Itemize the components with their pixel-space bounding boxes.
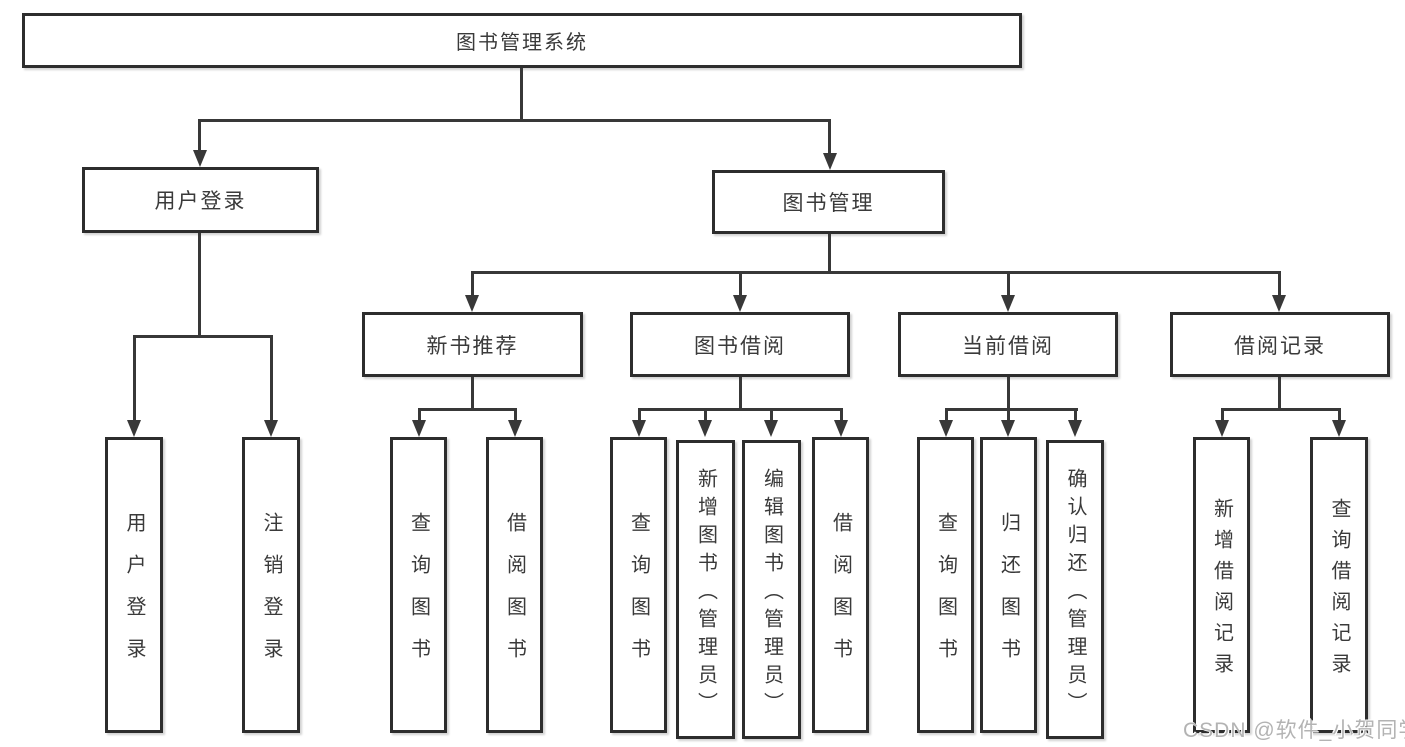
leaf-borrow-edit-books-admin: 编辑图书（管理员） <box>742 440 801 739</box>
connector-current-trunk <box>1007 377 1010 408</box>
connector-stem-current-return <box>1007 408 1010 423</box>
arrow-current-query-icon <box>939 420 953 437</box>
connector-stem-borrow-query <box>638 408 641 423</box>
node-root-system: 图书管理系统 <box>22 13 1022 68</box>
leaf-current-confirm-return-admin-label: 确认归还（管理员） <box>1064 467 1086 720</box>
connector-mgmt-branch <box>471 271 1281 274</box>
arrow-borrow-records-icon <box>1272 295 1286 312</box>
node-borrow-records-label: 借阅记录 <box>1234 334 1326 358</box>
connector-stem-borrow-add <box>704 408 707 423</box>
leaf-logout: 注销登录 <box>242 437 300 733</box>
leaf-borrow-query-books: 查询图书 <box>610 437 667 733</box>
connector-stem-user-login <box>198 119 201 155</box>
node-root-system-label: 图书管理系统 <box>456 32 588 54</box>
connector-root-branch <box>198 119 831 122</box>
connector-records-trunk <box>1278 377 1281 408</box>
arrow-current-borrow-icon <box>1001 295 1015 312</box>
connector-root-trunk <box>520 68 523 119</box>
connector-stem-book-management <box>828 119 831 158</box>
connector-stem-borrow-borrow <box>840 408 843 423</box>
leaf-borrow-edit-books-admin-label: 编辑图书（管理员） <box>760 467 783 720</box>
connector-borrow-branch <box>638 408 843 411</box>
leaf-recommend-borrow-books-label: 借阅图书 <box>503 512 526 680</box>
leaf-user-login-label: 用户登录 <box>123 512 145 680</box>
connector-stem-current-confirm <box>1074 408 1077 423</box>
node-user-login-label: 用户登录 <box>154 190 247 213</box>
connector-stem-records-query <box>1338 408 1341 423</box>
connector-stem-book-borrow <box>739 271 742 298</box>
leaf-records-query-record-label: 查询借阅记录 <box>1328 497 1350 684</box>
node-book-management: 图书管理 <box>712 170 945 234</box>
node-new-book-recommend: 新书推荐 <box>362 312 583 377</box>
node-current-borrow-label: 当前借阅 <box>962 334 1054 358</box>
leaf-current-query-books: 查询图书 <box>917 437 974 733</box>
connector-recommend-branch <box>418 408 517 411</box>
arrow-book-borrow-icon <box>733 295 747 312</box>
leaf-borrow-borrow-books: 借阅图书 <box>812 437 869 733</box>
connector-mgmt-trunk <box>828 234 831 271</box>
connector-borrow-trunk <box>739 377 742 408</box>
connector-stem-leaf-logout <box>270 335 273 423</box>
leaf-logout-label: 注销登录 <box>260 512 282 680</box>
leaf-recommend-query-books-label: 查询图书 <box>407 512 430 680</box>
connector-login-branch <box>133 335 273 338</box>
arrow-leaf-logout-icon <box>264 420 278 437</box>
leaf-current-return-books: 归还图书 <box>980 437 1037 733</box>
csdn-watermark: CSDN @软件_小贺同学 <box>1183 719 1405 742</box>
arrow-leaf-user-login-icon <box>127 420 141 437</box>
node-borrow-records: 借阅记录 <box>1170 312 1390 377</box>
connector-stem-recommend-borrow <box>514 408 517 423</box>
connector-stem-borrow-records <box>1278 271 1281 298</box>
arrow-book-management-icon <box>823 153 837 170</box>
leaf-borrow-add-books-admin: 新增图书（管理员） <box>676 440 735 739</box>
arrow-current-confirm-icon <box>1068 420 1082 437</box>
arrow-borrow-borrow-icon <box>834 420 848 437</box>
leaf-borrow-query-books-label: 查询图书 <box>627 512 650 680</box>
leaf-records-add-record-label: 新增借阅记录 <box>1210 497 1233 684</box>
connector-stem-borrow-edit <box>770 408 773 423</box>
arrow-recommend-query-icon <box>412 420 426 437</box>
connector-recommend-trunk <box>471 377 474 408</box>
arrow-recommend-borrow-icon <box>508 420 522 437</box>
connector-current-branch <box>945 408 1078 411</box>
arrow-borrow-edit-icon <box>764 420 778 437</box>
arrow-recommend-icon <box>465 295 479 312</box>
connector-records-branch <box>1221 408 1341 411</box>
connector-stem-current-query <box>945 408 948 423</box>
leaf-current-query-books-label: 查询图书 <box>934 512 957 680</box>
leaf-records-query-record: 查询借阅记录 <box>1310 437 1368 733</box>
arrow-current-return-icon <box>1001 420 1015 437</box>
node-user-login: 用户登录 <box>82 167 319 233</box>
leaf-records-add-record: 新增借阅记录 <box>1193 437 1250 733</box>
node-new-book-recommend-label: 新书推荐 <box>426 334 519 358</box>
connector-stem-records-add <box>1221 408 1224 423</box>
leaf-recommend-borrow-books: 借阅图书 <box>486 437 543 733</box>
leaf-borrow-add-books-admin-label: 新增图书（管理员） <box>694 467 717 720</box>
leaf-user-login: 用户登录 <box>105 437 163 733</box>
arrow-borrow-query-icon <box>632 420 646 437</box>
arrow-records-query-icon <box>1332 420 1346 437</box>
node-book-borrow: 图书借阅 <box>630 312 850 377</box>
leaf-recommend-query-books: 查询图书 <box>390 437 447 733</box>
leaf-borrow-borrow-books-label: 借阅图书 <box>829 512 852 680</box>
connector-stem-recommend <box>471 271 474 298</box>
connector-stem-current-borrow <box>1007 271 1010 298</box>
node-current-borrow: 当前借阅 <box>898 312 1118 377</box>
node-book-management-label: 图书管理 <box>782 192 875 215</box>
arrow-user-login-icon <box>193 150 207 167</box>
leaf-current-return-books-label: 归还图书 <box>997 512 1020 680</box>
connector-stem-leaf-user-login <box>133 335 136 423</box>
node-book-borrow-label: 图书借阅 <box>694 334 786 358</box>
connector-login-trunk <box>198 233 201 335</box>
arrow-borrow-add-icon <box>698 420 712 437</box>
arrow-records-add-icon <box>1215 420 1229 437</box>
leaf-current-confirm-return-admin: 确认归还（管理员） <box>1046 440 1104 739</box>
connector-stem-recommend-query <box>418 408 421 423</box>
